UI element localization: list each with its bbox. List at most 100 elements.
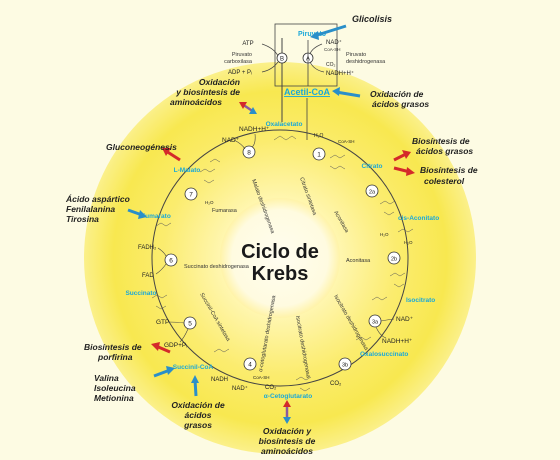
amino-top-arrow: [239, 102, 257, 114]
label-ox-bio-amino-bottom-1: Oxidación y: [263, 426, 312, 436]
nadh-top: NADH+H⁺: [326, 70, 354, 77]
nad3a-arrow: [380, 318, 395, 322]
gluconeogenesis-arrow: [162, 148, 181, 162]
step-2b-circle: [387, 251, 401, 265]
label-ox-acidos-grasos-top-1: Oxidación de: [370, 89, 424, 99]
cofactor-fadh2-6: FADH₂: [138, 245, 157, 251]
step-7-circle: [184, 187, 198, 201]
cofactor-coash-4: CoA-SH: [253, 375, 270, 380]
fatty-acid-bio-arrow: [393, 150, 411, 162]
label-tyr: Tirosina: [66, 214, 99, 224]
adp-arrow: [261, 61, 279, 73]
label-ox-bio-amino-top-1: Oxidación: [199, 77, 240, 87]
piruvato-dh-2: deshidrogenasa: [346, 59, 386, 65]
metabolite-labels: Oxalacetato Citrato cis-Aconitato Isocit…: [125, 121, 439, 400]
label-bio-colesterol-1: Biosíntesis de: [420, 165, 478, 175]
molecule-sketches: [151, 135, 414, 392]
gdp-arrow: [179, 328, 189, 343]
step-b-label: B: [280, 57, 284, 63]
cofactor-h2o-2a: H₂O: [380, 232, 389, 237]
label-ox-bio-amino-top-3: aminoácidos: [170, 97, 222, 107]
metabolite-isocitrato: Isocitrato: [406, 297, 435, 304]
nad-arrow: [309, 43, 323, 55]
cofactor-h2o-2b: H₂O: [404, 240, 413, 245]
step-2a-circle: [365, 184, 379, 198]
adp-pi-label: ADP + Pᵢ: [228, 70, 252, 76]
title-line2: Krebs: [252, 263, 309, 285]
nad8-arrow: [233, 139, 246, 150]
nad-top: NAD⁺: [326, 39, 342, 46]
step-1-label: 1: [317, 152, 321, 159]
step-6-circle: [164, 253, 178, 267]
cofactor-gdp-5: GDP+Pᵢ: [164, 342, 187, 349]
label-phe: Fenilalanina: [66, 204, 115, 214]
step-1-circle: [312, 147, 326, 161]
cofactor-nad-8: NAD⁺: [222, 137, 240, 144]
step-4-label: 4: [248, 362, 252, 369]
cofactor-nadh-3a: NADH+H⁺: [382, 338, 413, 345]
enzyme-succinato-dh: Succinato deshidrogenasa: [184, 264, 250, 270]
cofactor-nadh-8: NADH+H⁺: [239, 126, 270, 133]
metabolite-oxalacetato: Oxalacetato: [266, 121, 303, 128]
metabolite-piruvato: Piruvato: [298, 31, 326, 38]
porphyrin-bio-arrow: [151, 342, 171, 354]
piruvato-carboxilasa-1: Piruvato: [232, 52, 252, 58]
cofactor-labels: NADH+H⁺ NAD⁺ H₂O CoA-SH H₂O H₂O NAD⁺ NAD…: [138, 126, 414, 392]
metabolite-fumarato: Fumarato: [141, 213, 171, 220]
cofactor-nadh-4: NADH: [211, 377, 228, 383]
fadh2-arrow: [157, 247, 167, 257]
nadh-arrow: [309, 61, 325, 73]
cofactor-co2-4: CO₂: [265, 385, 277, 391]
step-4-circle: [243, 357, 257, 371]
metabolite-succinil-coa: Succinil-CoA: [173, 364, 214, 371]
step-nodes: 8 1 2a 2b 3a 3b 4 5 6 7: [164, 145, 401, 371]
piruvato-dh-1: Piruvato: [346, 52, 366, 58]
step-3a-label: 3a: [372, 320, 379, 326]
label-bio-acidos-grasos-2: ácidos grasos: [416, 146, 473, 156]
nadh8-arrow: [251, 133, 256, 148]
cholesterol-bio-arrow: [393, 166, 415, 176]
asp-phe-tyr-arrow: [127, 208, 147, 219]
label-isoleucina: Isoleucina: [94, 383, 136, 393]
label-bio-colesterol-2: colesterol: [424, 176, 465, 186]
nadh3a-arrow: [375, 326, 387, 339]
label-ox-acidos-grasos-bottom-3: grasos: [183, 420, 212, 430]
metabolite-a-cetoglutarato: α-Cetoglutarato: [264, 393, 312, 400]
label-gluconeogenesis: Gluconeogénesis: [106, 142, 177, 152]
coash-top: CoA-SH: [324, 47, 341, 52]
atp-arrow: [261, 43, 279, 57]
cycle-center: [220, 198, 340, 318]
label-ox-acidos-grasos-bottom-1: Oxidación de: [171, 400, 225, 410]
title-line1: Ciclo de: [241, 241, 319, 263]
step-2b-label: 2b: [391, 257, 397, 263]
cofactor-h2o-7: H₂O: [205, 200, 214, 205]
enzyme-aconitasa-2: Aconitasa: [346, 258, 371, 264]
fatty-acid-ox-bottom-arrow: [191, 375, 199, 397]
metabolite-cis-aconitato: cis-Aconitato: [398, 215, 439, 222]
step-5-label: 5: [188, 321, 192, 328]
step-2a-label: 2a: [369, 190, 376, 196]
metabolite-succinato: Succinato: [125, 290, 156, 297]
pyruvate-box: [274, 23, 338, 87]
label-ox-bio-amino-bottom-2: biosíntesis de: [259, 436, 316, 446]
step-6-label: 6: [169, 258, 173, 265]
fad-arrow: [155, 263, 167, 275]
label-bio-porfirina-2: porfirina: [97, 352, 133, 362]
step-7-label: 7: [189, 192, 193, 199]
step-8-circle: [242, 145, 256, 159]
cofactor-coash-1: CoA-SH: [338, 139, 355, 144]
metabolite-l-malato: L-Malato: [174, 167, 201, 174]
step-8-label: 8: [247, 150, 251, 157]
enzyme-fumarasa: Fumarasa: [212, 208, 238, 214]
label-ox-acidos-grasos-top-2: ácidos grasos: [372, 99, 429, 109]
cofactor-fad-6: FAD: [142, 273, 154, 279]
metabolite-citrato: Citrato: [362, 163, 383, 170]
cofactor-gtp-5: GTP: [156, 319, 169, 326]
label-ox-bio-amino-top-2: y biosíntesis de: [175, 87, 240, 97]
label-bio-acidos-grasos-1: Biosíntesis de: [412, 136, 470, 146]
step-b-circle: [276, 52, 288, 64]
cycle-ring: [151, 129, 409, 387]
cofactor-co2-3b: CO₂: [330, 381, 342, 387]
